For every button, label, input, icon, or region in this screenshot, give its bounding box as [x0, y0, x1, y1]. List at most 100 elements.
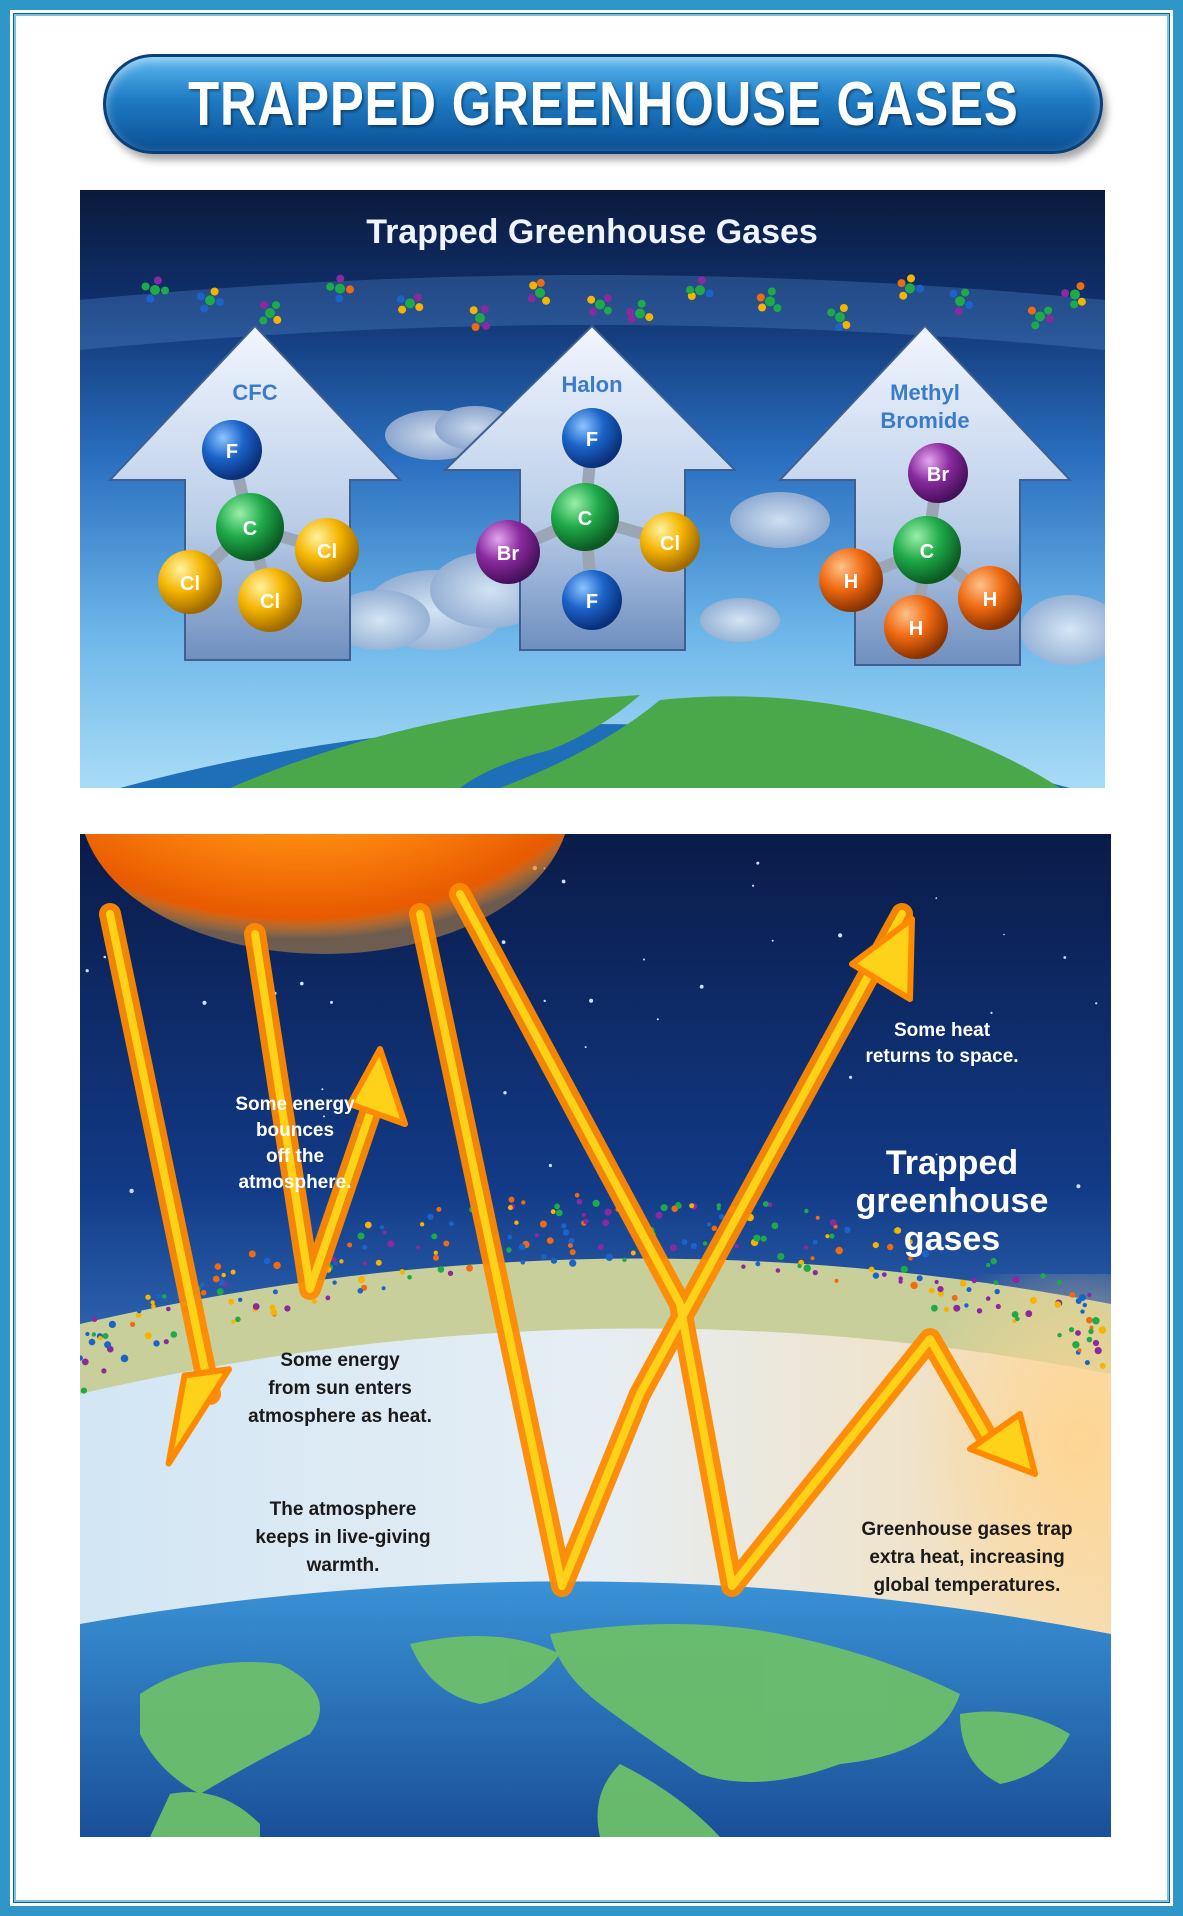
gas-molecule — [466, 1264, 473, 1272]
gas-molecule — [711, 1225, 718, 1232]
fluorine-atom — [562, 570, 622, 630]
gas-molecule — [1072, 1341, 1080, 1349]
gas-molecule — [706, 1222, 712, 1227]
gas-molecule — [136, 1308, 142, 1314]
methyl-label: Methyl — [890, 380, 960, 405]
gas-molecule — [971, 1277, 977, 1284]
gas-molecule — [872, 1272, 880, 1279]
atom-label: F — [226, 441, 238, 463]
chlorine-atom — [640, 512, 700, 572]
gas-molecule — [541, 1253, 547, 1260]
gas-molecule — [760, 1235, 767, 1242]
gas-molecule — [943, 1306, 950, 1313]
carbon-atom — [216, 493, 284, 561]
gas-molecule — [1094, 1347, 1102, 1355]
gas-molecule — [407, 1275, 412, 1280]
halon-label: Halon — [561, 372, 622, 397]
gas-molecule — [518, 1243, 526, 1251]
gas-molecule — [200, 1289, 207, 1296]
gas-molecule — [907, 1239, 913, 1245]
small-molecule — [686, 276, 714, 300]
gas-molecule — [1086, 1336, 1093, 1343]
gas-molecule — [514, 1220, 519, 1225]
gas-molecule — [357, 1288, 364, 1294]
gas-molecule — [825, 1234, 830, 1239]
label-warmth: The atmosphere keeps in live-giving warm… — [255, 1499, 430, 1576]
star — [103, 955, 107, 959]
gas-molecule — [1011, 1311, 1019, 1318]
atom-label: H — [909, 618, 923, 640]
gas-molecule — [108, 1320, 116, 1328]
gas-molecule — [574, 1192, 580, 1198]
svg-text:from sun enters: from sun enters — [268, 1378, 412, 1399]
gas-molecule — [1089, 1325, 1094, 1330]
gas-molecule — [1086, 1316, 1093, 1324]
gas-molecule — [333, 1261, 338, 1266]
gas-molecule — [332, 1280, 337, 1285]
bromine-atom — [908, 443, 968, 503]
star — [1003, 933, 1005, 936]
earth-land-left — [230, 695, 640, 788]
gas-molecule — [144, 1332, 152, 1340]
gas-molecule — [898, 1276, 903, 1281]
star — [752, 884, 755, 887]
gas-molecule — [379, 1225, 385, 1230]
label-bounce: Some energy bounces off the atmosphere. — [235, 1094, 355, 1193]
gas-molecule — [898, 1279, 903, 1284]
gas-molecule — [1092, 1317, 1100, 1325]
gas-molecule — [507, 1205, 513, 1211]
gas-molecule — [718, 1213, 725, 1220]
gas-molecule — [135, 1312, 142, 1318]
gas-molecule — [339, 1259, 344, 1264]
gas-molecule — [1056, 1279, 1062, 1285]
gas-molecule — [554, 1203, 560, 1210]
gas-molecule — [153, 1340, 160, 1347]
gas-molecule — [881, 1272, 887, 1277]
star — [935, 1153, 938, 1156]
svg-text:off the: off the — [266, 1146, 324, 1167]
panel-heading: Trapped Greenhouse Gases — [366, 213, 818, 251]
gas-molecule — [1057, 1333, 1062, 1338]
label-space: Some heat returns to space. — [865, 1020, 1018, 1067]
gas-molecule — [810, 1256, 815, 1261]
star — [1095, 1002, 1098, 1005]
gas-molecule — [85, 1331, 90, 1337]
gas-molecule — [508, 1196, 515, 1203]
gas-molecule — [166, 1306, 171, 1312]
hydrogen-atom — [958, 566, 1022, 630]
gas-molecule — [436, 1206, 442, 1212]
small-molecule — [196, 287, 224, 313]
chlorine-atom — [295, 518, 359, 582]
small-molecule — [527, 278, 551, 305]
gas-molecule — [1029, 1296, 1037, 1304]
gas-molecule — [273, 1261, 281, 1270]
svg-text:Trapped: Trapped — [886, 1144, 1018, 1182]
gas-molecule — [546, 1237, 554, 1244]
small-molecule — [396, 293, 424, 314]
gas-molecule — [231, 1319, 236, 1324]
methyl-bromide-atoms: Br C H H H — [819, 443, 1022, 659]
gas-molecule — [399, 1269, 405, 1275]
small-molecules — [141, 274, 1086, 332]
gas-molecule — [990, 1258, 997, 1265]
gas-molecule — [908, 1255, 913, 1261]
gas-molecule — [1099, 1362, 1106, 1369]
gas-molecule — [447, 1270, 454, 1276]
gas-molecule — [331, 1256, 337, 1262]
star — [589, 998, 594, 1003]
atom-label: C — [920, 541, 934, 563]
gas-molecule — [1098, 1326, 1106, 1334]
gas-molecule — [437, 1266, 445, 1273]
gas-molecule — [80, 1355, 83, 1361]
gas-molecule — [163, 1339, 169, 1345]
gas-molecule — [1069, 1291, 1076, 1298]
gas-molecule — [521, 1200, 526, 1205]
gas-molecule — [834, 1278, 839, 1283]
gas-molecule — [433, 1254, 439, 1261]
gas-molecule — [419, 1222, 425, 1227]
gas-molecule — [934, 1279, 939, 1285]
svg-text:extra heat, increasing: extra heat, increasing — [869, 1547, 1064, 1568]
gas-molecule — [272, 1289, 278, 1295]
gas-molecule — [151, 1304, 156, 1309]
molecules-illustration: Trapped Greenhouse Gases CFC Halon Methy… — [80, 190, 1105, 788]
